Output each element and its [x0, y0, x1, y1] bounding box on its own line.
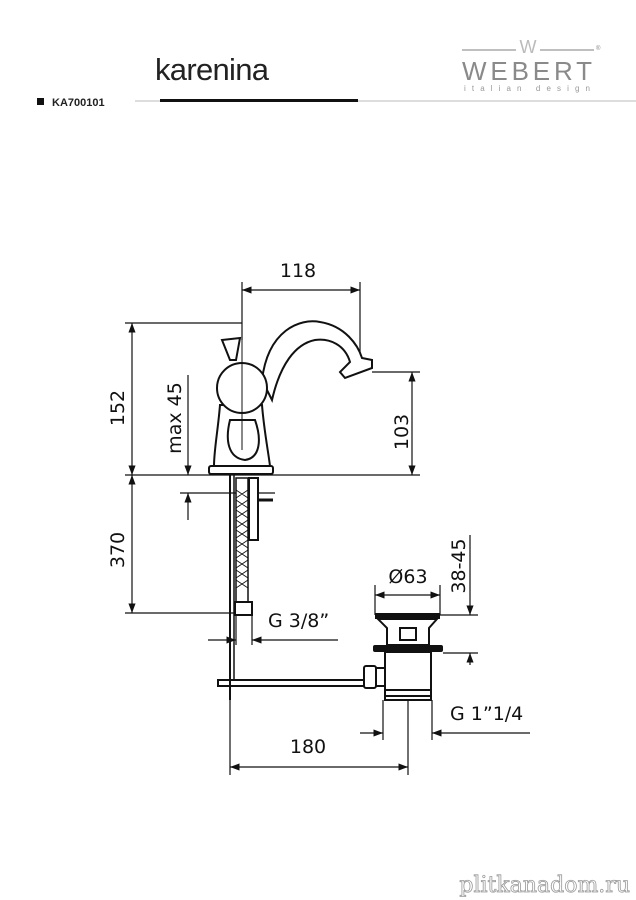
- product-name: karenina: [155, 52, 270, 87]
- brand-tagline: italian design: [464, 84, 590, 93]
- label-waste-thread: G 1”1/4: [450, 703, 523, 725]
- webert-logo: W ® WEBERT italian design: [462, 37, 601, 93]
- label-spout-reach: 118: [280, 260, 316, 282]
- label-total-height: 152: [107, 390, 129, 426]
- extension-lines: [125, 282, 478, 775]
- label-rod-length: 180: [290, 736, 326, 758]
- label-waste-range: 38-45: [448, 538, 470, 593]
- label-hose-thread: G 3/8”: [268, 610, 329, 632]
- label-hose-length: 370: [107, 532, 129, 568]
- logo-mark: W: [520, 37, 537, 57]
- watermark: plitkanadom.ru: [459, 873, 630, 898]
- brand-name: WEBERT: [462, 56, 592, 86]
- faucet-drawing: [208, 320, 443, 701]
- label-max-deck: max 45: [164, 382, 186, 454]
- label-waste-diameter: Ø63: [388, 566, 427, 588]
- product-code: KA700101: [52, 97, 105, 109]
- label-spout-height: 103: [391, 414, 413, 450]
- bullet-icon: [37, 98, 44, 105]
- svg-text:®: ®: [596, 45, 601, 52]
- header-accent-bar: [160, 99, 358, 102]
- dimension-lines: [128, 286, 530, 771]
